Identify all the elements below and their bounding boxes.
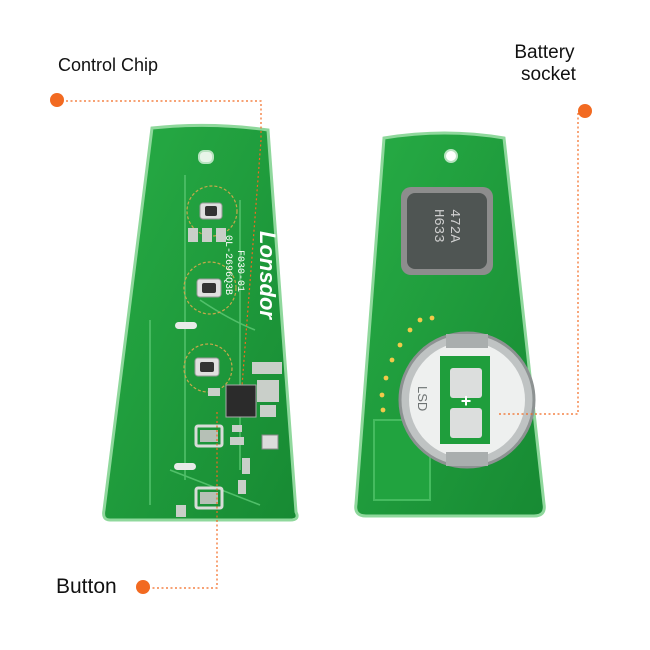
- right-pcb-board: 472A H633 + LSD: [354, 131, 546, 518]
- battery-socket-label: Battery socket: [513, 42, 576, 86]
- button-pad-1: [186, 185, 238, 242]
- battery-label-line1: Battery: [514, 42, 575, 63]
- pcb-silkscreen: Lonsdor F030-01 0L-2696Q3B: [222, 231, 280, 320]
- left-pcb-board: Lonsdor F030-01 0L-2696Q3B: [102, 123, 299, 522]
- leader-lines: [66, 100, 586, 589]
- contact-slot-1: [175, 322, 197, 329]
- battery-leader: [498, 111, 586, 415]
- pcb-code-b: 0L-2696Q3B: [222, 235, 233, 295]
- button-pad-4: [194, 424, 224, 448]
- pcb-code-a: F030-01: [234, 250, 245, 292]
- coil-code-b: H633: [430, 209, 446, 243]
- battery-label-line2: socket: [521, 64, 576, 85]
- button-pad-5: [194, 486, 224, 510]
- key-ring-hole: [444, 149, 458, 163]
- button-label: Button: [56, 575, 117, 598]
- transponder-coil: 472A H633: [401, 187, 493, 275]
- smd-components: [176, 362, 282, 517]
- contact-slot-2: [174, 463, 196, 470]
- via-dots: [379, 315, 435, 413]
- pcb-brand-text: Lonsdor: [255, 231, 280, 320]
- battery-socket-marker: [578, 104, 592, 118]
- button-leader: [148, 410, 218, 589]
- control-chip-marker: [50, 93, 64, 107]
- control-chip-label: Control Chip: [58, 55, 159, 75]
- mounting-slot: [198, 150, 214, 164]
- coil-code-a: 472A: [446, 209, 462, 243]
- button-marker: [136, 580, 150, 594]
- control-chip-leader: [66, 100, 262, 387]
- button-pad-2: [183, 261, 237, 315]
- plus-marker: +: [461, 391, 472, 411]
- control-chip: [225, 380, 279, 418]
- battery-socket: + LSD: [398, 331, 536, 469]
- socket-mark: LSD: [415, 386, 430, 411]
